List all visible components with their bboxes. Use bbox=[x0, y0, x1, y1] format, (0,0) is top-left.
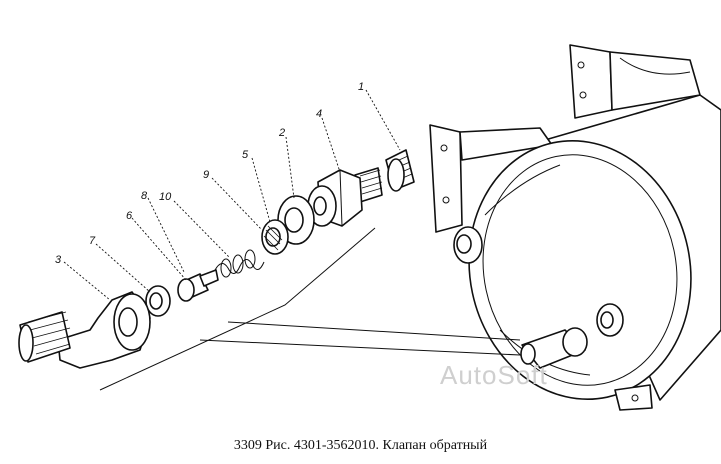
part-number-labels: 1 2 3 4 5 6 7 8 9 10 bbox=[55, 81, 364, 266]
assembly-axis-lines bbox=[99, 227, 521, 391]
part-label-1: 1 bbox=[358, 81, 364, 93]
part-9-spring bbox=[214, 249, 265, 278]
part-6-plunger bbox=[177, 269, 219, 302]
tank-boss-lower bbox=[596, 303, 624, 337]
part-label-7: 7 bbox=[89, 235, 96, 247]
leader-lines bbox=[63, 89, 401, 301]
part-label-10: 10 bbox=[159, 191, 172, 203]
part-4-valve-body bbox=[307, 167, 383, 227]
watermark: AutoSoft bbox=[440, 360, 548, 390]
figure-caption: 3309 Рис. 4301-3562010. Клапан обратный bbox=[233, 438, 488, 453]
tank-installed-valve bbox=[520, 327, 588, 369]
part-3-elbow-fitting bbox=[18, 291, 151, 369]
tank-support-foot bbox=[614, 384, 653, 411]
part-label-9: 9 bbox=[203, 169, 209, 181]
part-5-valve-seat bbox=[261, 219, 289, 255]
part-7-seal-ring bbox=[145, 285, 171, 317]
part-label-4: 4 bbox=[316, 108, 322, 120]
part-1-strainer bbox=[385, 149, 415, 192]
part-label-5: 5 bbox=[242, 149, 249, 161]
part-label-8: 8 bbox=[141, 190, 148, 202]
part-label-6: 6 bbox=[126, 210, 133, 222]
air-receiver-tank bbox=[429, 44, 721, 411]
part-label-3: 3 bbox=[55, 254, 62, 266]
part-label-2: 2 bbox=[278, 127, 285, 139]
tank-boss-upper bbox=[453, 226, 483, 264]
